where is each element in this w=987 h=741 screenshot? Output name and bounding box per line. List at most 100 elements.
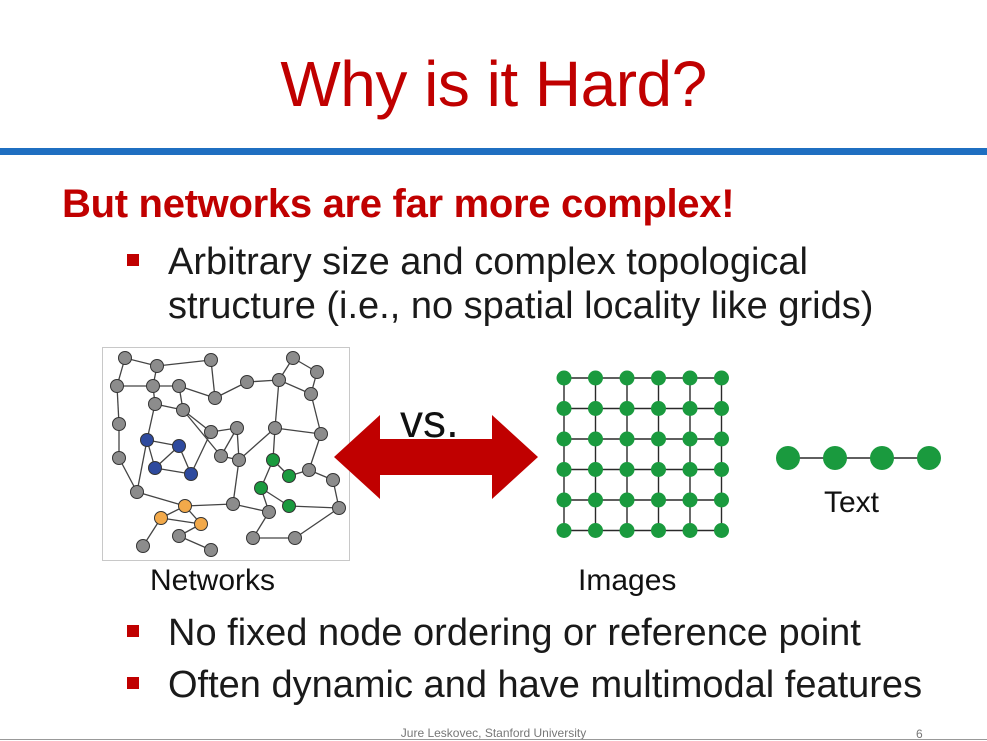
network-node bbox=[304, 387, 318, 401]
network-edge bbox=[274, 427, 322, 435]
grid-node bbox=[556, 462, 572, 477]
network-node bbox=[302, 463, 316, 477]
text-caption: Text bbox=[824, 486, 880, 519]
network-node bbox=[194, 517, 208, 531]
grid-node bbox=[588, 370, 603, 386]
images-caption: Images bbox=[578, 564, 677, 597]
network-node bbox=[178, 499, 192, 513]
slide-headline: But networks are far more complex! bbox=[62, 182, 735, 226]
grid-node bbox=[556, 431, 572, 447]
grid-node bbox=[619, 462, 635, 477]
grid-node bbox=[714, 401, 729, 416]
slide-title: Why is it Hard? bbox=[280, 48, 707, 120]
network-node bbox=[286, 351, 300, 365]
network-node bbox=[288, 531, 302, 545]
grid-node bbox=[588, 523, 603, 538]
title-divider bbox=[0, 148, 987, 155]
network-node bbox=[130, 485, 144, 499]
grid-node bbox=[682, 370, 698, 386]
grid-node bbox=[588, 401, 603, 416]
grid-node bbox=[588, 431, 603, 447]
grid-node bbox=[651, 492, 666, 508]
network-node bbox=[254, 481, 268, 495]
network-node bbox=[332, 501, 346, 515]
grid-node bbox=[714, 431, 729, 447]
grid-node bbox=[619, 370, 635, 386]
network-node bbox=[314, 427, 328, 441]
grid-node bbox=[619, 431, 635, 447]
network-node bbox=[176, 403, 190, 417]
network-node bbox=[118, 351, 132, 365]
network-node bbox=[112, 417, 126, 431]
grid-node bbox=[651, 431, 666, 447]
grid-node bbox=[619, 492, 635, 508]
grid-node bbox=[682, 523, 698, 538]
network-node bbox=[326, 473, 340, 487]
network-node bbox=[204, 425, 218, 439]
network-edge bbox=[136, 491, 186, 507]
grid-node bbox=[682, 492, 698, 508]
network-node bbox=[136, 539, 150, 553]
bullet-text: No fixed node ordering or reference poin… bbox=[168, 612, 861, 654]
network-node bbox=[110, 379, 124, 393]
text-sequence-figure bbox=[776, 446, 941, 470]
grid-node bbox=[556, 370, 572, 386]
bullet-square-icon bbox=[127, 677, 139, 689]
grid-node bbox=[588, 462, 603, 477]
grid-node bbox=[714, 492, 729, 508]
grid-node bbox=[714, 370, 729, 386]
grid-node bbox=[651, 370, 666, 386]
bullet-square-icon bbox=[127, 254, 139, 266]
sequence-node bbox=[823, 446, 847, 470]
grid-node bbox=[651, 401, 666, 416]
image-grid-figure bbox=[556, 370, 729, 538]
grid-node bbox=[556, 401, 572, 416]
network-node bbox=[282, 469, 296, 483]
network-node bbox=[140, 433, 154, 447]
network-edge bbox=[136, 439, 148, 493]
grid-node bbox=[556, 523, 572, 538]
grid-node bbox=[682, 431, 698, 447]
network-node bbox=[272, 373, 286, 387]
grid-node bbox=[651, 523, 666, 538]
sequence-node bbox=[917, 446, 941, 470]
network-node bbox=[112, 451, 126, 465]
network-node bbox=[146, 379, 160, 393]
grid-node bbox=[619, 401, 635, 416]
network-node bbox=[266, 453, 280, 467]
network-node bbox=[214, 449, 228, 463]
network-edge bbox=[238, 427, 276, 461]
grid-node bbox=[619, 523, 635, 538]
grid-node bbox=[682, 462, 698, 477]
network-node bbox=[310, 365, 324, 379]
network-node bbox=[148, 461, 162, 475]
grid-node bbox=[651, 462, 666, 477]
network-node bbox=[184, 467, 198, 481]
grid-node bbox=[588, 492, 603, 508]
double-arrow-icon bbox=[334, 415, 538, 499]
sequence-node bbox=[870, 446, 894, 470]
network-graph-figure bbox=[102, 347, 350, 561]
network-node bbox=[154, 511, 168, 525]
network-node bbox=[268, 421, 282, 435]
network-node bbox=[204, 543, 218, 557]
network-edge bbox=[232, 459, 240, 505]
network-node bbox=[208, 391, 222, 405]
network-node bbox=[240, 375, 254, 389]
page-number: 6 bbox=[916, 727, 923, 741]
network-graph-svg bbox=[110, 351, 346, 557]
footer-author: Jure Leskovec, Stanford University bbox=[400, 726, 587, 740]
grid-node bbox=[714, 462, 729, 477]
network-node bbox=[262, 505, 276, 519]
network-node bbox=[172, 529, 186, 543]
network-edge bbox=[156, 359, 212, 367]
networks-caption: Networks bbox=[150, 564, 276, 597]
network-node bbox=[226, 497, 240, 511]
network-node bbox=[230, 421, 244, 435]
grid-node bbox=[682, 401, 698, 416]
bullet-text-continuation: structure (i.e., no spatial locality lik… bbox=[168, 285, 874, 327]
footer-divider bbox=[0, 739, 987, 740]
network-edge bbox=[274, 379, 280, 429]
network-edge bbox=[182, 409, 222, 457]
network-edge bbox=[294, 507, 340, 539]
